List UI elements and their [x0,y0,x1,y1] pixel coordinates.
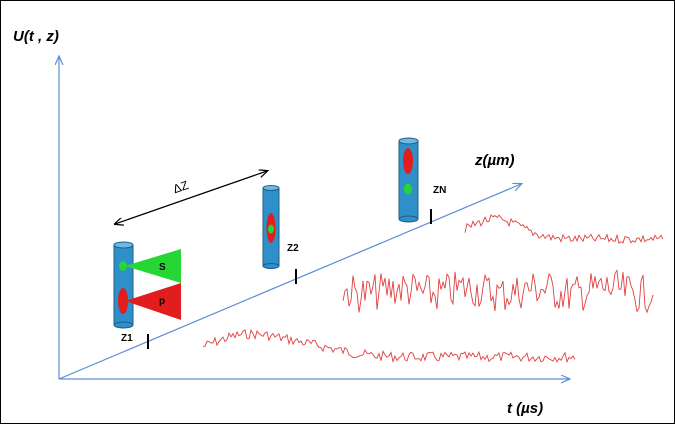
delta-z-arrow [115,171,267,224]
green-spot-z1 [119,261,127,271]
signal-trace-zn [464,214,664,244]
u-axis-label: U(t , z) [13,28,59,45]
z-axis-label: z(µm) [474,152,514,169]
fiber-z1 [113,241,134,329]
p-cone-label: p [159,296,165,307]
z-axis-line [58,184,521,380]
s-cone-label: S [159,262,166,273]
delta-z-label: ΔZ [171,178,190,196]
signal-trace-z1 [203,329,576,364]
s-cone [125,249,181,283]
green-spot-z2 [268,224,274,234]
signal-trace-z2 [342,269,654,314]
red-spot-zn [403,148,413,174]
red-spot-z1 [118,288,128,314]
fiber-zn [398,137,419,223]
tick-label-z2: Z2 [287,243,299,254]
p-cone [125,283,181,320]
t-axis-label: t (µs) [507,400,543,417]
tick-label-zn: ZN [433,185,446,196]
fiber-z2 [262,185,280,269]
tick-label-z1: Z1 [121,333,133,344]
green-spot-zn [404,183,412,195]
